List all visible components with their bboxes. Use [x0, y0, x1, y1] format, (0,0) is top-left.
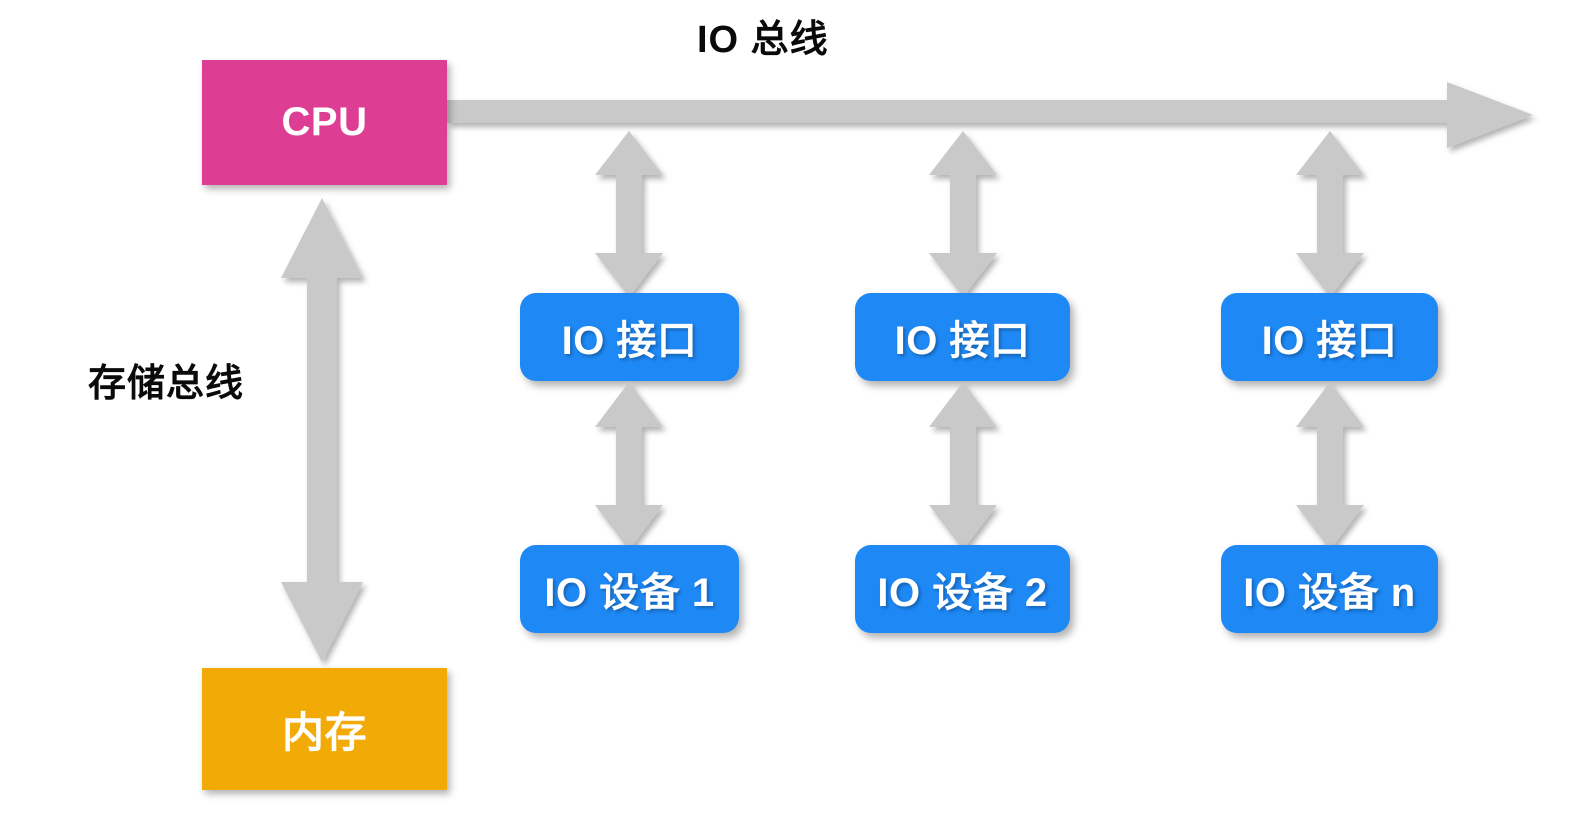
io-device-2[interactable]: IO 设备 2 — [855, 545, 1070, 633]
io-interface-3[interactable]: IO 接口 — [1221, 293, 1438, 381]
cpu-label: CPU — [281, 100, 368, 144]
io-interface-1-label: IO 接口 — [561, 319, 698, 363]
bus-to-interface-arrow-1 — [595, 131, 663, 297]
interface-to-device-arrow-2 — [929, 382, 997, 550]
io-interface-2[interactable]: IO 接口 — [855, 293, 1070, 381]
io-device-n[interactable]: IO 设备 n — [1221, 545, 1438, 633]
io-bus-arrow — [447, 82, 1533, 148]
io-interface-1[interactable]: IO 接口 — [520, 293, 739, 381]
memory-bus-arrow — [281, 198, 363, 662]
memory-bus-title: 存储总线 — [88, 363, 245, 405]
io-device-2-label: IO 设备 2 — [877, 571, 1048, 615]
io-interface-2-label: IO 接口 — [894, 319, 1031, 363]
bus-to-interface-arrow-2 — [929, 131, 997, 297]
interface-to-device-arrow-1 — [595, 382, 663, 550]
bus-to-interface-arrow-3 — [1296, 131, 1364, 297]
io-bus-title: IO 总线 — [697, 19, 829, 61]
io-device-n-label: IO 设备 n — [1243, 571, 1416, 615]
io-device-1[interactable]: IO 设备 1 — [520, 545, 739, 633]
interface-to-device-arrow-3 — [1296, 382, 1364, 550]
memory-block[interactable]: 内存 — [202, 668, 447, 790]
cpu-block[interactable]: CPU — [202, 60, 447, 185]
memory-label: 内存 — [281, 708, 367, 756]
io-device-1-label: IO 设备 1 — [544, 571, 715, 615]
io-interface-3-label: IO 接口 — [1261, 319, 1398, 363]
